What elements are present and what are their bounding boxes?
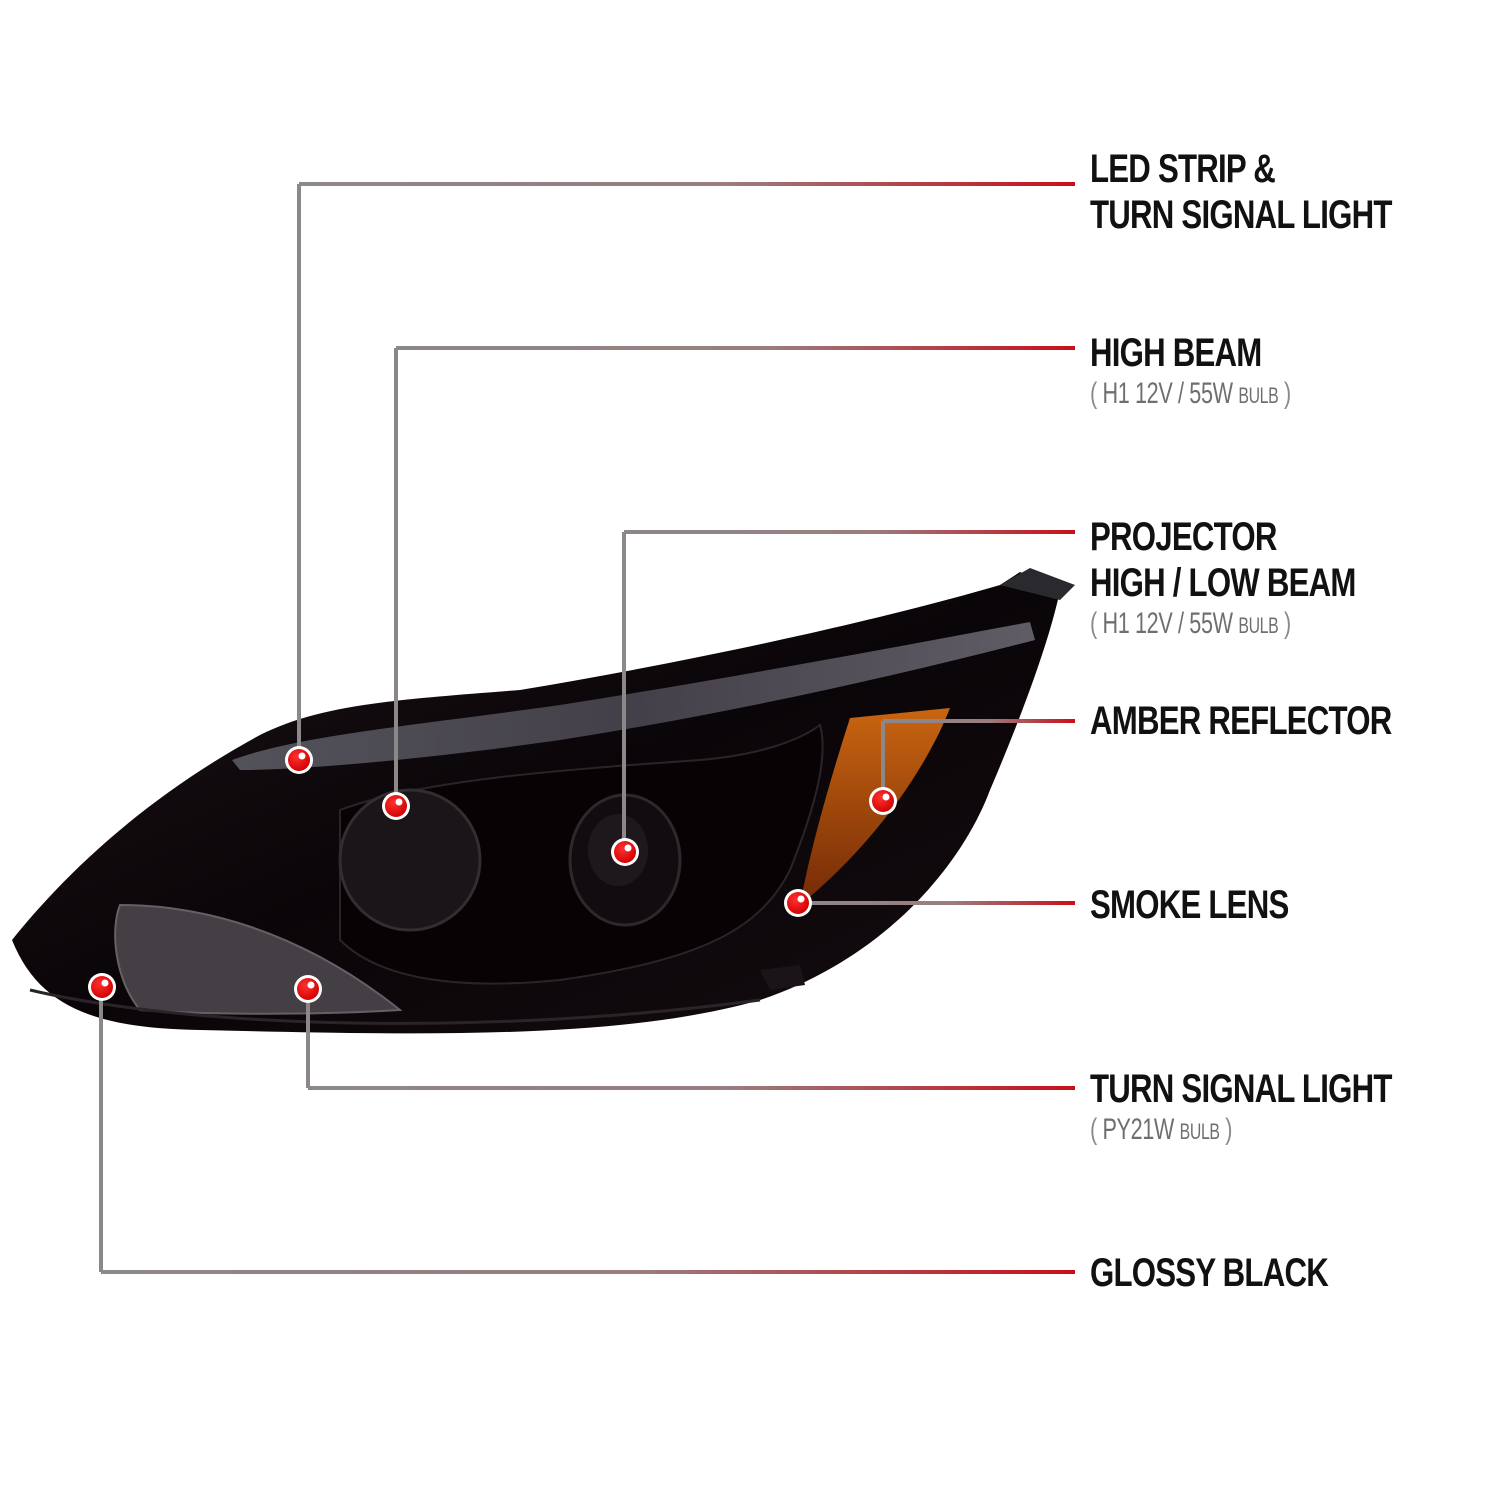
label-title: LED STRIP & — [1090, 147, 1276, 191]
marker-turn-signal-icon — [294, 975, 322, 1003]
marker-smoke-lens-icon — [784, 889, 812, 917]
label-title: HIGH BEAM — [1090, 331, 1262, 375]
marker-projector-icon — [611, 838, 639, 866]
marker-led-strip-icon — [285, 746, 313, 774]
label-title: AMBER REFLECTOR — [1090, 699, 1392, 743]
marker-amber-reflector-icon — [869, 787, 897, 815]
leader-smoke-lens — [799, 901, 1075, 905]
label-led-strip: LED STRIP & TURN SIGNAL LIGHT — [1090, 146, 1477, 238]
label-title: PROJECTOR — [1090, 515, 1277, 559]
label-title: TURN SIGNAL LIGHT — [1090, 193, 1392, 237]
label-title: GLOSSY BLACK — [1090, 1251, 1329, 1295]
label-title: SMOKE LENS — [1090, 883, 1289, 927]
leader-lines — [99, 182, 1075, 1274]
label-smoke-lens: SMOKE LENS — [1090, 882, 1344, 928]
label-glossy-black: GLOSSY BLACK — [1090, 1250, 1395, 1296]
marker-glossy-black-icon — [88, 973, 116, 1001]
markers — [88, 746, 897, 1003]
label-amber-reflector: AMBER REFLECTOR — [1090, 698, 1476, 744]
headlight-image — [12, 568, 1075, 1034]
label-projector: PROJECTOR HIGH / LOW BEAM ( H1 12V / 55W… — [1090, 514, 1431, 644]
marker-high-beam-icon — [382, 792, 410, 820]
label-title: HIGH / LOW BEAM — [1090, 561, 1356, 605]
label-title: TURN SIGNAL LIGHT — [1090, 1067, 1392, 1111]
